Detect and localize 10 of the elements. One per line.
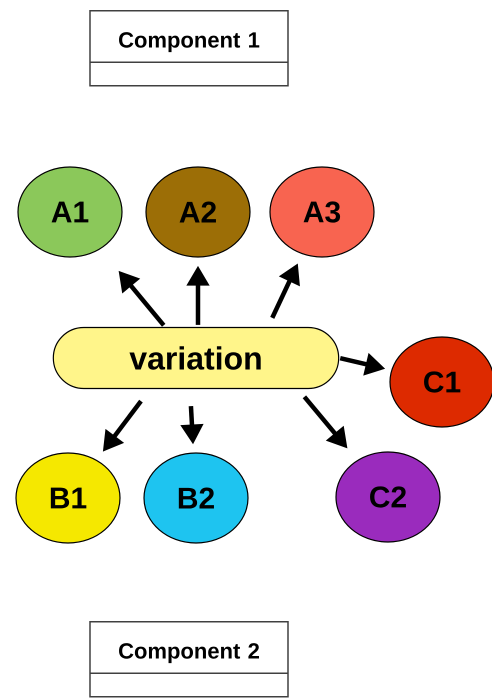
ellipse-node: A3 bbox=[269, 166, 375, 258]
ellipse-node: B1 bbox=[15, 452, 121, 544]
component-box: Component 1 bbox=[89, 10, 289, 86]
ellipse-node: A2 bbox=[145, 166, 251, 258]
ellipse-node: B2 bbox=[143, 452, 249, 544]
component-box: Component 2 bbox=[89, 621, 289, 698]
ellipse-node: C2 bbox=[335, 451, 441, 543]
variation-pill: variation bbox=[52, 326, 340, 390]
ellipse-node: A1 bbox=[17, 166, 123, 258]
ellipse-node: C1 bbox=[389, 336, 492, 428]
